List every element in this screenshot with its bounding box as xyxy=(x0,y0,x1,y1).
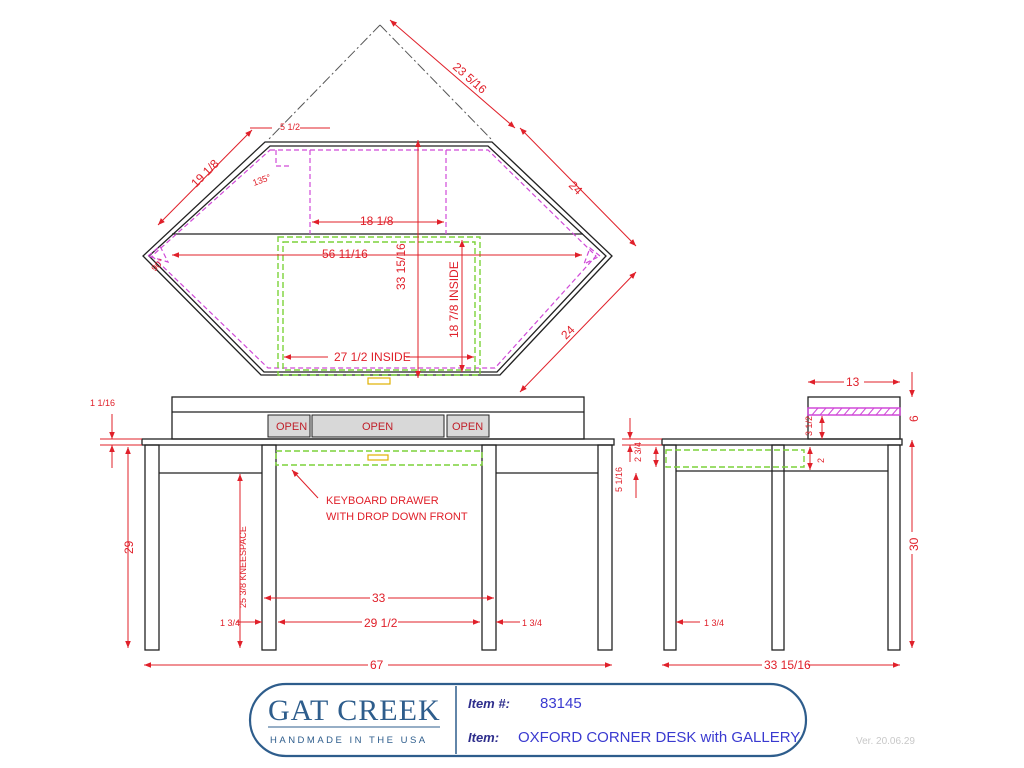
dim-knee-width: 33 xyxy=(372,591,386,605)
brand-name: GAT CREEK xyxy=(268,694,441,727)
dim-angle: 135° xyxy=(251,172,272,188)
item-value: OXFORD CORNER DESK with GALLERY xyxy=(518,729,800,746)
title-block-frame xyxy=(248,682,808,758)
side-dim-height-mask xyxy=(904,532,920,554)
desk-top-edge xyxy=(141,438,615,446)
side-dim-gallery-depth-mask xyxy=(844,375,864,389)
side-dim-apron: 5 1/16 xyxy=(614,467,624,492)
open-label-right: OPEN xyxy=(452,421,483,433)
item-label: Item: xyxy=(468,730,499,745)
callout-line-1: KEYBOARD DRAWER xyxy=(326,495,439,507)
open-cubby-left xyxy=(267,414,311,438)
gallery-corner-blocks xyxy=(146,245,602,266)
dim-leg-right: 1 3/4 xyxy=(522,618,542,628)
open-label-left: OPEN xyxy=(276,421,307,433)
dim-side-right-bottom: 24 xyxy=(558,323,578,343)
dim-kneespace: 25 3/8 KNEESPACE xyxy=(238,526,248,608)
front-view: OPEN OPEN OPEN 1 1/16 29 25 3/8 KNEESPAC… xyxy=(90,396,615,672)
side-top-edge xyxy=(661,438,903,446)
side-keyboard-drawer xyxy=(665,449,805,468)
dim-leg-left: 1 3/4 xyxy=(220,618,240,628)
dim-total-width: 67 xyxy=(370,658,384,672)
keyboard-drawer-handle xyxy=(367,454,389,461)
side-dim-gallery-height: 6 xyxy=(907,415,921,422)
top-view: 23 5/16 5 1/2 19 1/8 135° 24 18 1/8 90° … xyxy=(142,19,637,393)
item-number-label: Item #: xyxy=(468,696,510,711)
item-number-value: 83145 xyxy=(540,695,582,712)
dim-drawer-width: 29 1/2 xyxy=(364,616,398,630)
side-dim-depth: 33 15/16 xyxy=(764,658,811,672)
dim-total-width: 56 11/16 xyxy=(322,247,368,261)
dim-inside-width: 27 1/2 INSIDE xyxy=(334,350,411,364)
dim-line-side-right-top xyxy=(519,127,637,247)
side-leg-back xyxy=(887,444,901,651)
leg-inner-right xyxy=(481,444,497,651)
keyboard-drawer-pull xyxy=(367,377,391,385)
gallery-dividers xyxy=(275,150,447,234)
desk-top-outline xyxy=(142,141,613,376)
dim-line-side-right-bottom xyxy=(519,271,637,393)
dim-total-width-mask xyxy=(368,658,388,672)
dim-knee-width-mask xyxy=(370,591,388,605)
desk-top-inner-outline xyxy=(148,145,607,373)
dim-side-right-top: 24 xyxy=(566,178,586,198)
side-dim-leg: 1 3/4 xyxy=(704,618,724,628)
open-label-center: OPEN xyxy=(362,421,393,433)
leg-inner-left xyxy=(261,444,277,651)
brand-tagline: HANDMADE IN THE USA xyxy=(270,735,428,746)
dim-inside-depth: 18 7/8 INSIDE xyxy=(447,261,461,338)
corner-reference-lines xyxy=(267,24,493,141)
side-dim-gallery-offset: 3 1/2 xyxy=(804,416,814,436)
side-dim-gallery-depth: 13 xyxy=(846,375,860,389)
leg-right xyxy=(597,444,613,651)
dim-height: 29 xyxy=(122,540,136,554)
callout-leader xyxy=(291,469,319,499)
inside-outline xyxy=(277,236,481,376)
dim-drawer-width-mask xyxy=(362,614,398,629)
gallery-outline xyxy=(151,149,597,369)
dim-top-thickness: 1 1/16 xyxy=(90,398,115,408)
dim-diagonal: 23 5/16 xyxy=(450,60,490,97)
side-dim-drawer-depth: 2 xyxy=(816,458,826,463)
title-block: GAT CREEK HANDMADE IN THE USA Item #: 83… xyxy=(248,682,915,758)
leg-left xyxy=(144,444,160,651)
dim-inner-width: 18 1/8 xyxy=(360,214,394,228)
side-dim-depth-mask xyxy=(762,658,808,672)
dim-line-side-left xyxy=(157,129,253,226)
version: Ver. 20.06.29 xyxy=(856,736,915,747)
dim-depth: 33 15/16 xyxy=(394,243,408,290)
dim-line-diagonal xyxy=(389,19,516,129)
keyboard-drawer xyxy=(275,450,483,466)
callout-line-2: WITH DROP DOWN FRONT xyxy=(326,511,468,523)
side-dim-drawer-face: 2 3/4 xyxy=(633,442,643,462)
open-cubby-right xyxy=(446,414,490,438)
side-gallery-hatch xyxy=(811,407,899,416)
side-dim-height: 30 xyxy=(907,537,921,551)
dim-side-left: 19 1/8 xyxy=(188,156,222,190)
side-leg-front xyxy=(663,444,677,651)
side-view: 2 3/4 5 1/16 13 6 3 1/2 2 30 1 3/4 33 15… xyxy=(614,372,921,672)
dim-gallery-back: 5 1/2 xyxy=(280,122,300,132)
side-gallery-shelf xyxy=(807,407,901,416)
side-leg-middle xyxy=(771,444,785,651)
open-cubby-center xyxy=(311,414,445,438)
inside-outline-inner xyxy=(282,241,476,371)
